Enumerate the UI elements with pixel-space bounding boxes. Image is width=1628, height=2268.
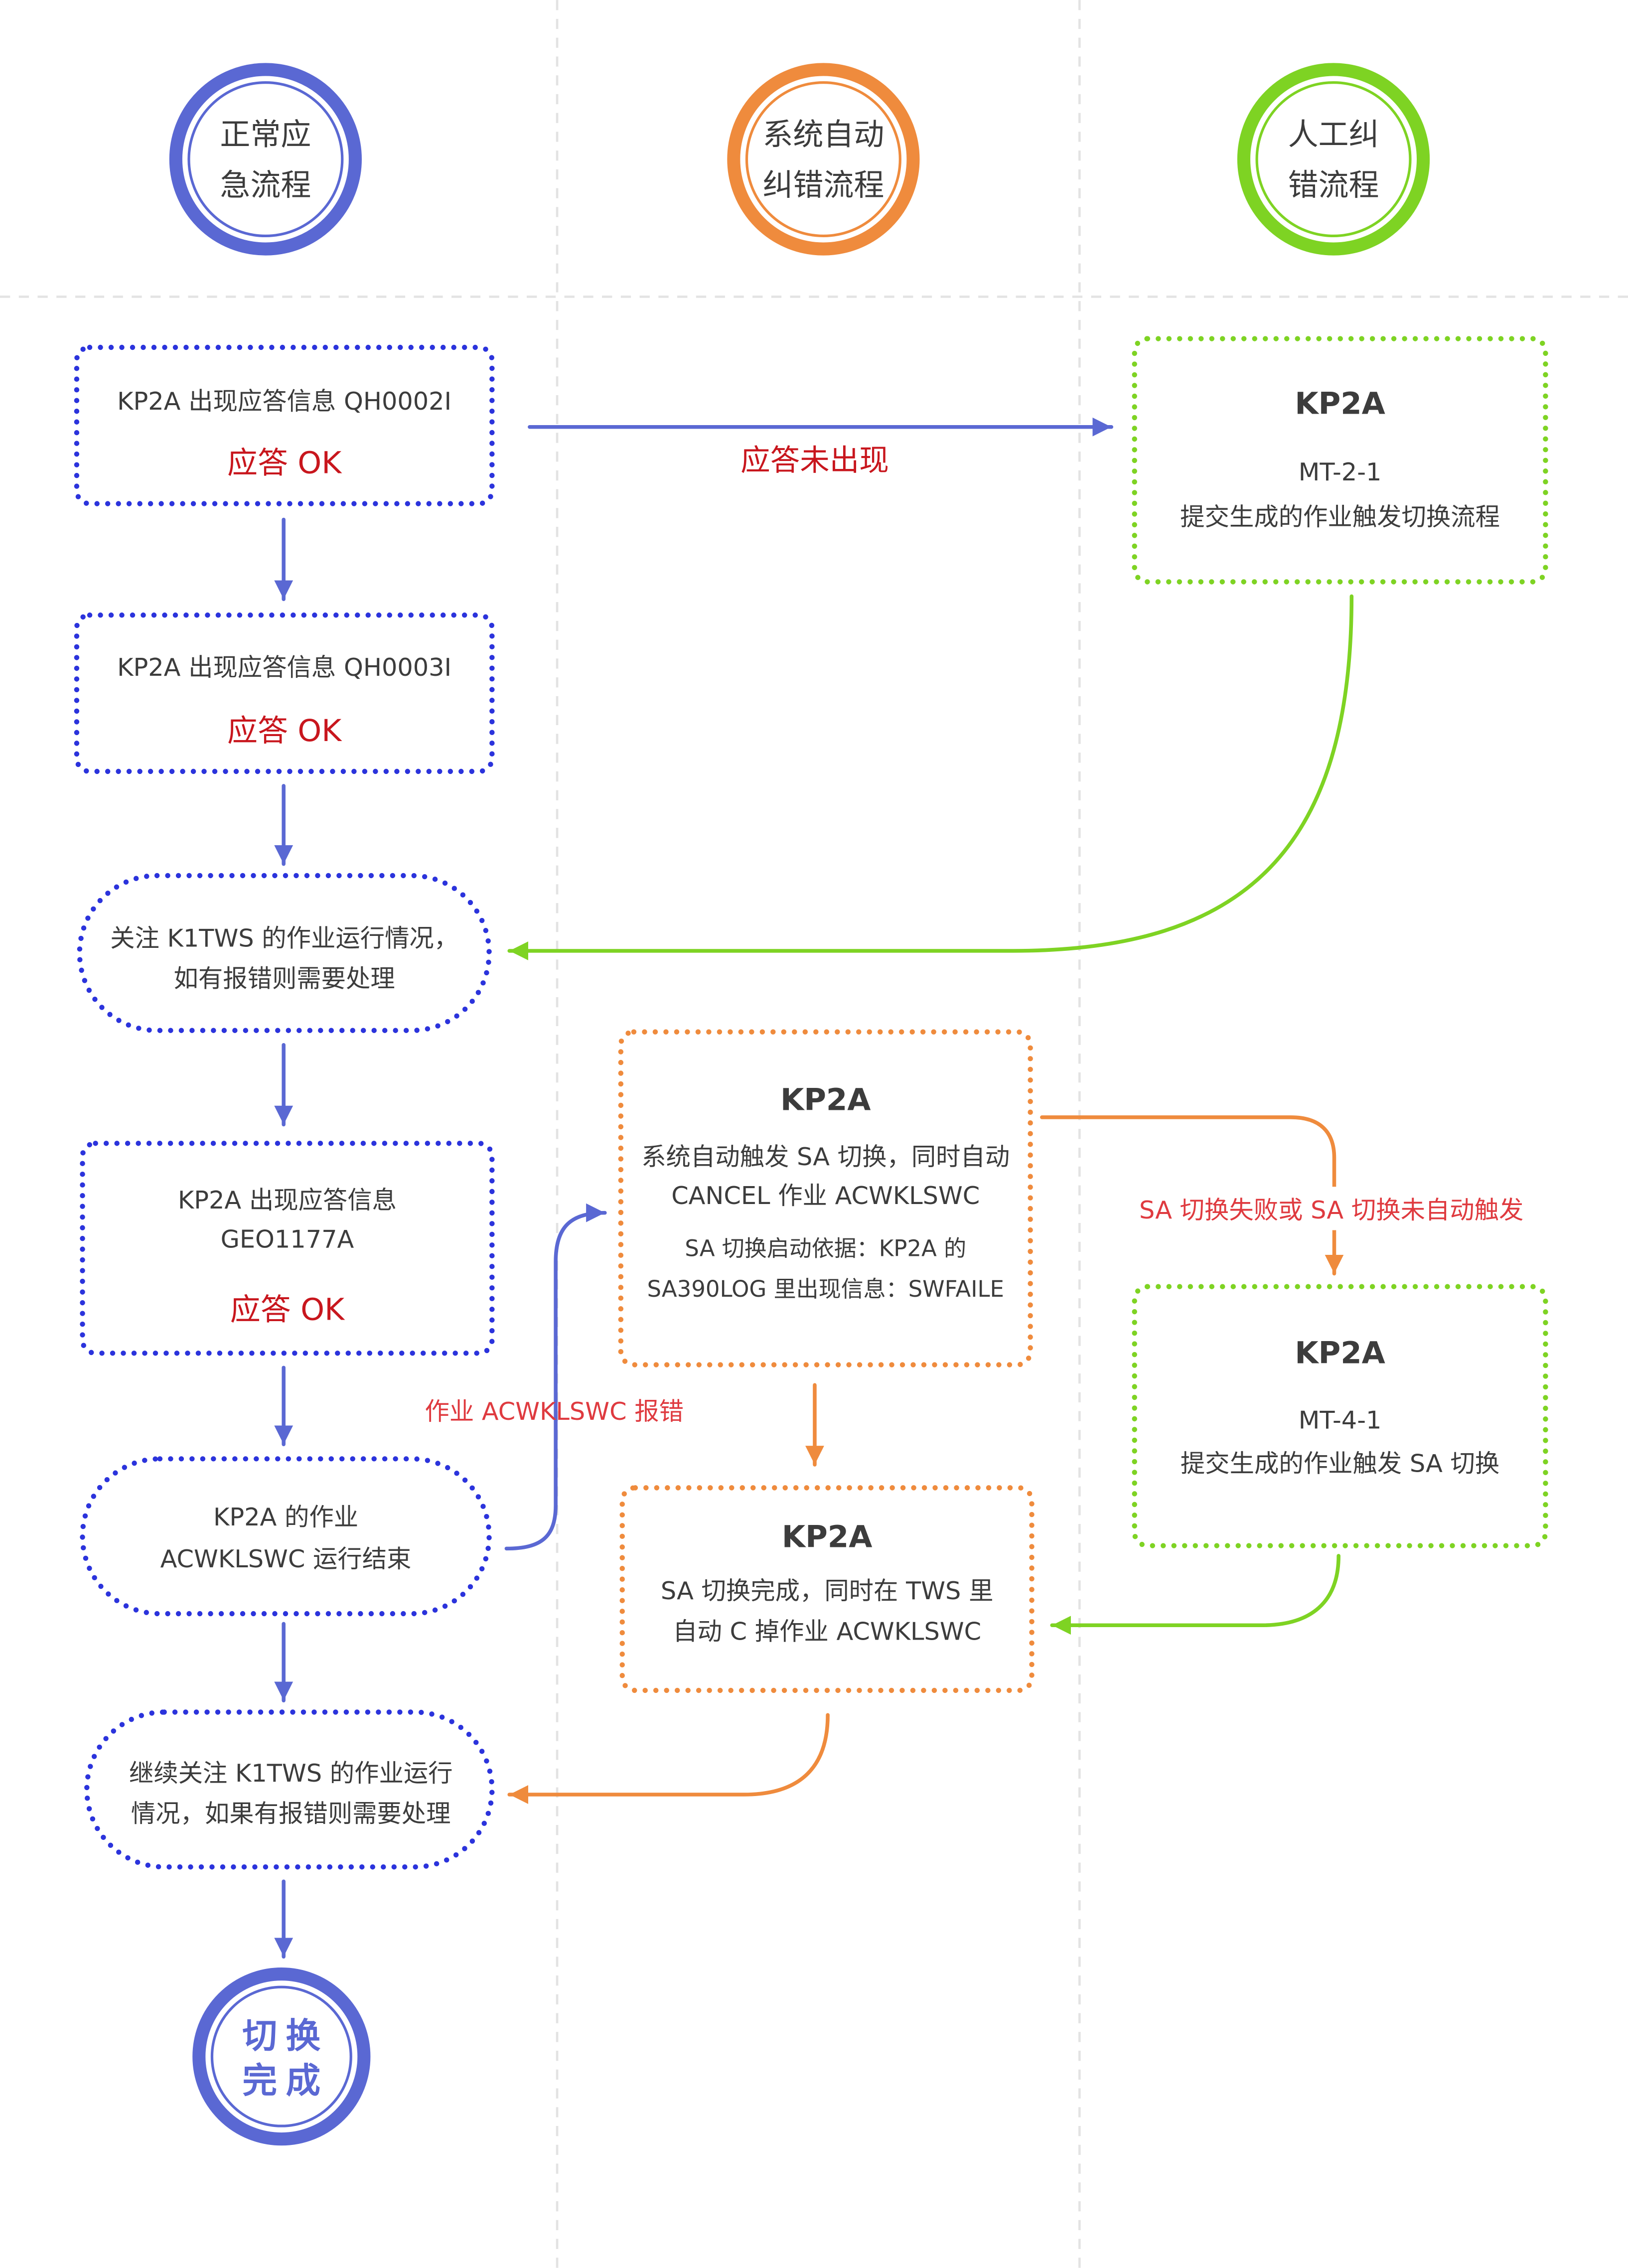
normal-step2: KP2A 出现应答信息 QH0003I 应答 OK — [74, 612, 495, 774]
auto-step2-box — [619, 1485, 1035, 1693]
auto-step1-box — [618, 1029, 1033, 1367]
lane-header-manual-inner-ring — [1255, 81, 1412, 238]
manual-step2-box — [1132, 1284, 1548, 1548]
lane-header-normal-inner-ring — [187, 81, 344, 238]
auto-step2-text-line2: 自动 C 掉作业 ACWKLSWC — [673, 1617, 981, 1646]
manual-step2-desc: 提交生成的作业触发 SA 切换 — [1181, 1449, 1499, 1478]
manual-step2: KP2A MT-4-1 提交生成的作业触发 SA 切换 — [1132, 1284, 1548, 1548]
normal-end-text-line1: 切换 — [242, 2016, 329, 2056]
manual-step1-code: MT-2-1 — [1299, 457, 1382, 486]
normal-step3-box — [77, 873, 492, 1033]
normal-step4-status: 应答 OK — [230, 1292, 345, 1328]
lane-header-manual: 人工纠 错流程 — [1237, 63, 1430, 256]
normal-step3-text-line2: 如有报错则需要处理 — [174, 964, 395, 993]
auto-step2-text-line1: SA 切换完成，同时在 TWS 里 — [661, 1576, 994, 1605]
manual-step1-box — [1132, 336, 1548, 585]
normal-step1-box — [74, 344, 495, 506]
normal-step2-status: 应答 OK — [227, 713, 342, 749]
normal-step6-box — [84, 1709, 495, 1870]
lane-header-manual-title-line1: 人工纠 — [1288, 117, 1379, 152]
normal-step5: KP2A 的作业 ACWKLSWC 运行结束 — [80, 1456, 492, 1617]
normal-step4-text-line1: KP2A 出现应答信息 — [178, 1186, 397, 1214]
edge-label-sa-failed: SA 切换失败或 SA 切换未自动触发 — [1139, 1196, 1523, 1224]
normal-step2-text: KP2A 出现应答信息 QH0003I — [117, 653, 451, 682]
auto-step1: KP2A 系统自动触发 SA 切换，同时自动 CANCEL 作业 ACWKLSW… — [618, 1029, 1033, 1367]
lane-header-auto: 系统自动 纠错流程 — [727, 63, 920, 256]
manual-step2-title: KP2A — [1295, 1336, 1385, 1371]
normal-end-ring — [192, 1967, 371, 2146]
normal-step5-text-line2: ACWKLSWC 运行结束 — [160, 1544, 412, 1573]
normal-step3: 关注 K1TWS 的作业运行情况， 如有报错则需要处理 — [77, 873, 492, 1033]
edge-label-no-response: 应答未出现 — [740, 444, 889, 478]
arrow-job-error-to-auto — [504, 1203, 607, 1551]
lane-header-normal: 正常应 急流程 — [169, 63, 362, 256]
manual-step1: KP2A MT-2-1 提交生成的作业触发切换流程 — [1132, 336, 1548, 585]
normal-step5-text-line1: KP2A 的作业 — [213, 1503, 358, 1531]
normal-step4-text-line2: GEO1177A — [221, 1224, 354, 1253]
auto-step1-note-line1: SA 切换启动依据：KP2A 的 — [685, 1235, 966, 1262]
normal-step6-text-line1: 继续关注 K1TWS 的作业运行 — [129, 1759, 453, 1788]
auto-step1-title: KP2A — [780, 1082, 871, 1117]
lane-header-normal-ring — [169, 63, 362, 256]
normal-end-inner-ring — [210, 1985, 352, 2127]
lane-header-manual-ring — [1237, 63, 1430, 256]
normal-step3-text-line1: 关注 K1TWS 的作业运行情况， — [110, 923, 458, 952]
normal-end: 切换 完成 — [192, 1967, 371, 2146]
normal-step1-text: KP2A 出现应答信息 QH0002I — [117, 387, 451, 416]
manual-step2-code: MT-4-1 — [1299, 1405, 1382, 1434]
normal-step1: KP2A 出现应答信息 QH0002I 应答 OK — [74, 344, 495, 506]
manual-step1-title: KP2A — [1295, 386, 1385, 422]
normal-step4-box — [80, 1141, 495, 1356]
normal-step4: KP2A 出现应答信息 GEO1177A 应答 OK — [80, 1141, 495, 1356]
lane-header-auto-title-line1: 系统自动 — [762, 117, 884, 152]
normal-step6: 继续关注 K1TWS 的作业运行 情况，如果有报错则需要处理 — [84, 1709, 495, 1870]
normal-step1-status: 应答 OK — [227, 446, 342, 481]
auto-step1-text-line1: 系统自动触发 SA 切换，同时自动 — [641, 1142, 1010, 1171]
auto-step2-title: KP2A — [782, 1519, 873, 1554]
lane-header-auto-inner-ring — [745, 81, 901, 238]
edge-label-job-error: 作业 ACWKLSWC 报错 — [425, 1397, 683, 1426]
lane-header-manual-title-line2: 错流程 — [1288, 167, 1379, 203]
auto-step1-note-line2: SA390LOG 里出现信息：SWFAILE — [647, 1276, 1004, 1302]
arrow-auto-step2-to-normal-step6 — [507, 1713, 830, 1804]
normal-step2-box — [74, 612, 495, 774]
edge-label-sa-failed-backdrop — [1131, 1187, 1531, 1230]
arrow-manual-step1-to-normal-step3 — [507, 594, 1354, 960]
manual-step1-desc: 提交生成的作业触发切换流程 — [1180, 502, 1500, 531]
lane-header-auto-title-line2: 纠错流程 — [762, 167, 884, 203]
normal-step6-text-line2: 情况，如果有报错则需要处理 — [131, 1799, 451, 1828]
arrow-manual-step2-to-auto-step2 — [1050, 1554, 1340, 1635]
normal-end-text-line2: 完成 — [242, 2061, 329, 2101]
lane-header-normal-title-line2: 急流程 — [220, 167, 311, 203]
auto-step1-text-line2: CANCEL 作业 ACWKLSWC — [671, 1181, 980, 1210]
normal-step5-box — [80, 1456, 492, 1617]
lane-header-auto-ring — [727, 63, 920, 256]
auto-step2: KP2A SA 切换完成，同时在 TWS 里 自动 C 掉作业 ACWKLSWC — [619, 1485, 1035, 1693]
lane-header-normal-title-line1: 正常应 — [220, 117, 311, 152]
arrow-auto-step1-to-manual-step2 — [1040, 1115, 1344, 1276]
